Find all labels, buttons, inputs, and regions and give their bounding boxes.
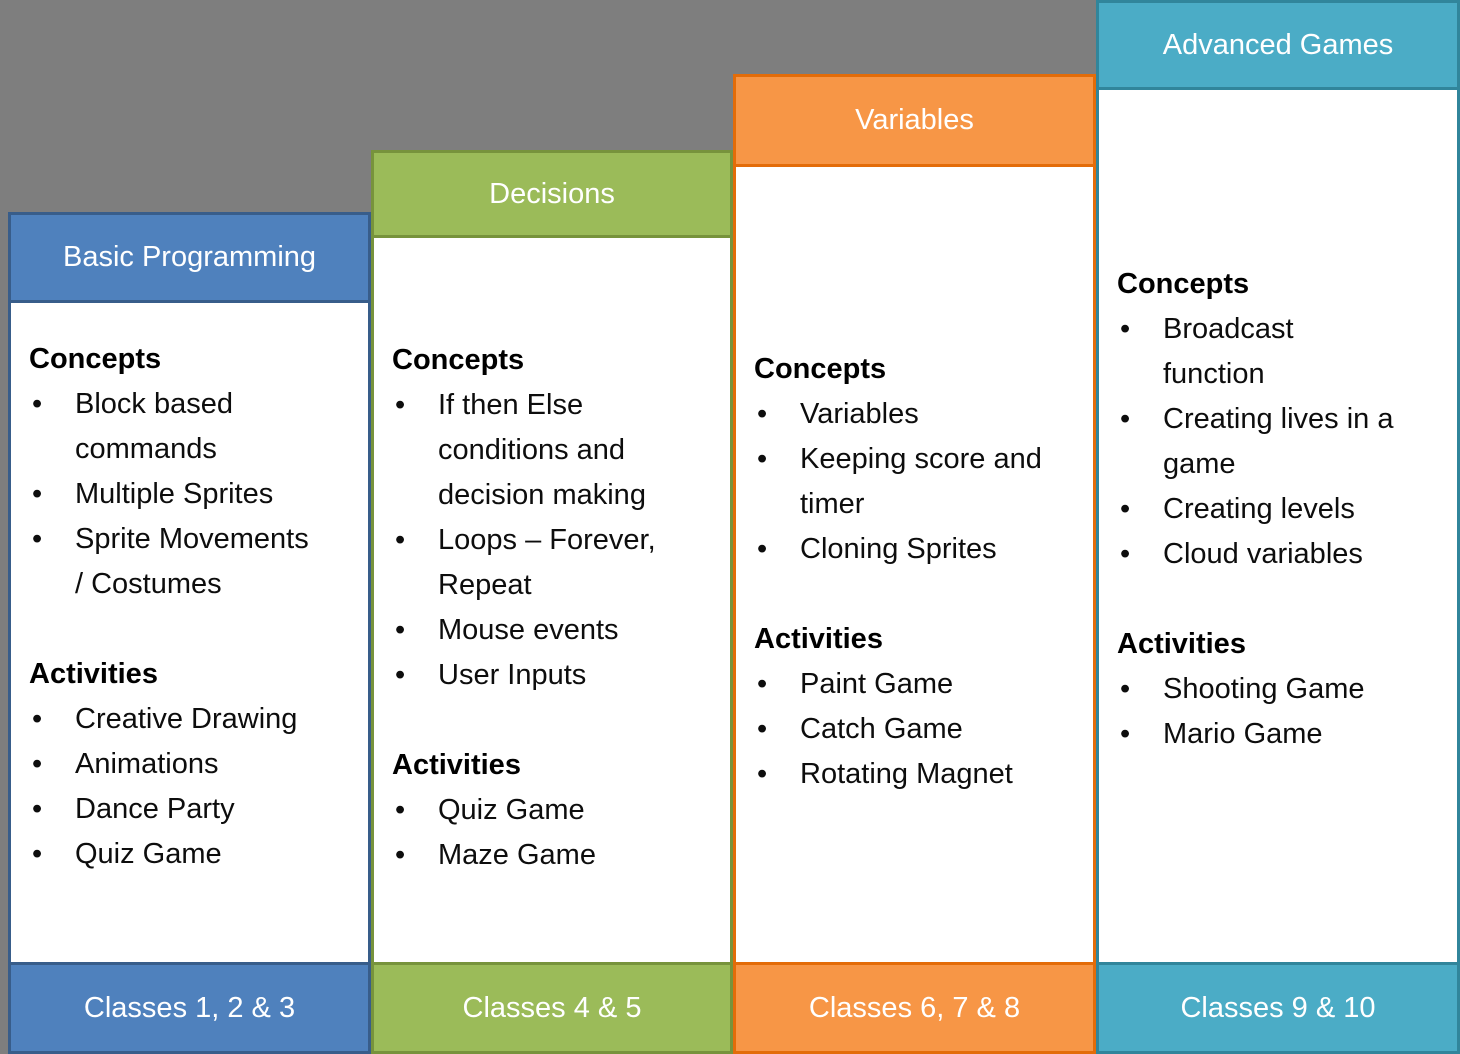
activities-heading: Activities [1117,628,1246,660]
concepts-heading: Concepts [392,344,525,376]
list-item: Mouse events [392,608,722,653]
concepts-list: Broadcast functionCreating lives in a ga… [1117,307,1449,577]
concepts-heading: Concepts [29,343,162,375]
column-advanced-games: Advanced Games Concepts Broadcast functi… [1096,0,1460,1054]
footer-label: Classes 9 & 10 [1180,991,1376,1024]
column-title: Decisions [489,177,615,210]
activities-list: Creative DrawingAnimationsDance PartyQui… [29,697,360,877]
column-header: Variables [733,74,1096,167]
concepts-list: If then Else conditions and decision mak… [392,383,722,698]
list-item: User Inputs [392,653,722,698]
activities-heading: Activities [29,658,158,690]
activities-list: Quiz GameMaze Game [392,788,722,878]
concepts-heading: Concepts [1117,268,1250,300]
column-content: Concepts VariablesKeeping score and time… [736,167,1093,797]
list-item: Creating lives in a game [1117,397,1449,487]
column-header: Decisions [371,150,733,238]
list-item: Keeping score and timer [754,437,1085,527]
list-item: Quiz Game [29,832,360,877]
column-body: Concepts Block based commandsMultiple Sp… [8,303,371,962]
footer-label: Classes 1, 2 & 3 [83,991,296,1024]
concepts-list: VariablesKeeping score and timerCloning … [754,392,1085,572]
footer-label: Classes 6, 7 & 8 [808,991,1021,1024]
concepts-heading: Concepts [754,353,887,385]
activities-list: Shooting GameMario Game [1117,667,1449,757]
column-content: Concepts Broadcast functionCreating live… [1099,90,1457,757]
activities-heading: Activities [754,623,883,655]
list-item: Creative Drawing [29,697,360,742]
column-content: Concepts Block based commandsMultiple Sp… [11,303,368,877]
column-body: Concepts If then Else conditions and dec… [371,238,733,962]
column-title: Variables [855,104,974,136]
list-item: Dance Party [29,787,360,832]
activities-heading: Activities [392,749,521,781]
footer-label: Classes 4 & 5 [462,991,642,1024]
list-item: Block based commands [29,382,360,472]
list-item: Cloning Sprites [754,527,1085,572]
column-title: Basic Programming [62,241,317,273]
column-footer: Classes 6, 7 & 8 [733,962,1096,1054]
list-item: Creating levels [1117,487,1449,532]
list-item: Catch Game [754,707,1085,752]
list-item: Rotating Magnet [754,752,1085,797]
column-body: Concepts Broadcast functionCreating live… [1096,90,1460,962]
list-item: Animations [29,742,360,787]
concepts-list: Block based commandsMultiple SpritesSpri… [29,382,360,607]
list-item: Sprite Movements / Costumes [29,517,360,607]
column-variables: Variables Concepts VariablesKeeping scor… [733,0,1096,1054]
column-basic-programming: Basic Programming Concepts Block based c… [8,0,371,1054]
column-footer: Classes 4 & 5 [371,962,733,1054]
list-item: Multiple Sprites [29,472,360,517]
column-footer: Classes 1, 2 & 3 [8,962,371,1054]
column-header: Advanced Games [1096,0,1460,90]
column-header: Basic Programming [8,212,371,303]
column-content: Concepts If then Else conditions and dec… [374,238,730,878]
list-item: Variables [754,392,1085,437]
column-footer: Classes 9 & 10 [1096,962,1460,1054]
list-item: Mario Game [1117,712,1449,757]
column-title: Advanced Games [1162,28,1394,61]
list-item: Quiz Game [392,788,722,833]
list-item: Cloud variables [1117,532,1449,577]
list-item: Maze Game [392,833,722,878]
activities-list: Paint GameCatch GameRotating Magnet [754,662,1085,797]
column-body: Concepts VariablesKeeping score and time… [733,167,1096,962]
list-item: Loops – Forever, Repeat [392,518,722,608]
column-decisions: Decisions Concepts If then Else conditio… [371,0,733,1054]
list-item: Broadcast function [1117,307,1449,397]
list-item: Shooting Game [1117,667,1449,712]
list-item: If then Else conditions and decision mak… [392,383,722,518]
list-item: Paint Game [754,662,1085,707]
